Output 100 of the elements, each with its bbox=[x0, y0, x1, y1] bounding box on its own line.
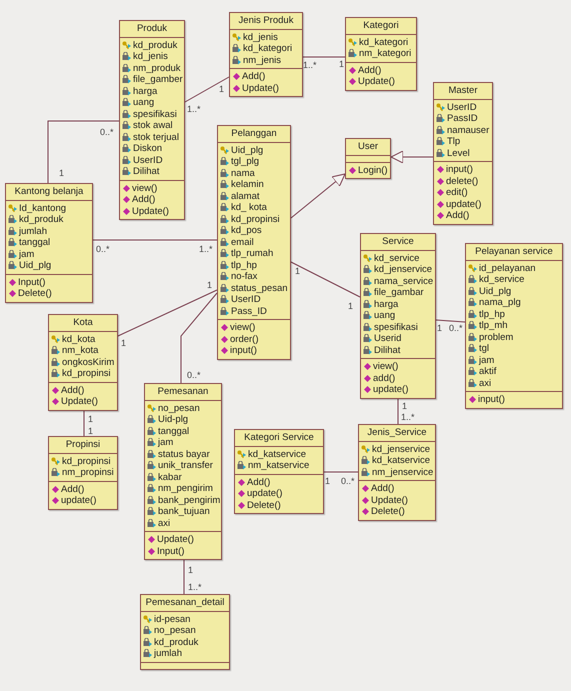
class-box bbox=[140, 594, 230, 670]
method-text: Delete() bbox=[18, 288, 52, 300]
attribute-text: jam bbox=[479, 354, 494, 366]
method-text: Update() bbox=[157, 534, 194, 546]
attribute-text: kd_kota bbox=[62, 334, 96, 345]
attribute-text: alamat bbox=[231, 190, 260, 202]
multiplicity-label: 1 bbox=[121, 338, 126, 348]
attribute-text: tlp_mh bbox=[479, 320, 508, 332]
method-text: Update() bbox=[358, 76, 395, 88]
method-text: Input() bbox=[157, 546, 184, 557]
attribute-text: nama bbox=[231, 168, 255, 179]
multiplicity-label: 1 bbox=[348, 301, 354, 311]
attribute-text: Uid_plg bbox=[479, 286, 512, 297]
class-box bbox=[465, 243, 563, 408]
class-box bbox=[5, 183, 93, 302]
class-box bbox=[345, 17, 417, 90]
attribute-text: nm_kota bbox=[62, 345, 98, 356]
method-text: view() bbox=[373, 361, 398, 372]
attribute-text: axi bbox=[479, 378, 492, 389]
multiplicity-label: 1 bbox=[88, 414, 94, 424]
attribute-text: Tlp bbox=[447, 136, 460, 148]
attribute-text: problem bbox=[479, 332, 514, 343]
multiplicity-label: 1 bbox=[437, 323, 442, 333]
multiplicity-label: 1..* bbox=[199, 244, 213, 254]
attribute-text: kabar bbox=[158, 472, 182, 483]
attribute-text: stok terjual bbox=[133, 132, 179, 143]
attribute-text: Userid bbox=[374, 333, 402, 344]
attribute-text: tanggal bbox=[158, 426, 190, 437]
attribute-compartment bbox=[359, 440, 435, 480]
multiplicity-label: 1 bbox=[188, 565, 194, 575]
class-name: Kota bbox=[73, 317, 93, 328]
class-name: Service bbox=[382, 236, 414, 247]
method-text: update() bbox=[446, 198, 482, 210]
attribute-text: kd_jenservice bbox=[374, 264, 432, 276]
method-text: update() bbox=[61, 495, 96, 506]
method-compartment bbox=[120, 180, 184, 219]
attribute-text: nm_katservice bbox=[248, 460, 310, 472]
method-text: Update() bbox=[61, 396, 98, 408]
class-name: User bbox=[358, 141, 378, 152]
class-box bbox=[144, 383, 222, 560]
multiplicity-label: 0..* bbox=[100, 127, 114, 137]
attribute-text: kd_katservice bbox=[372, 455, 430, 466]
multiplicity-label: 1..* bbox=[401, 412, 415, 422]
attribute-text: kd_propinsi bbox=[62, 456, 111, 467]
attribute-text: kd_kategori bbox=[243, 43, 292, 54]
attribute-text: jumlah bbox=[19, 226, 47, 237]
class-name: Kategori bbox=[363, 20, 399, 31]
attribute-text: kd_propinsi bbox=[231, 214, 280, 225]
association-line bbox=[184, 76, 230, 102]
attribute-text: spesifikasi bbox=[374, 322, 418, 333]
attribute-text: Level bbox=[447, 148, 470, 159]
method-text: Add() bbox=[61, 484, 84, 495]
attribute-text: nama_plg bbox=[479, 297, 521, 308]
attribute-text: uang bbox=[133, 97, 154, 108]
attribute-text: bank_pengirim bbox=[158, 494, 220, 506]
attribute-compartment bbox=[230, 28, 302, 68]
attribute-text: kd_ kota bbox=[231, 202, 267, 214]
association-line bbox=[180, 292, 218, 384]
generalization-arrow bbox=[290, 174, 346, 218]
attribute-text: kd_service bbox=[479, 274, 524, 286]
method-text: Add() bbox=[132, 194, 156, 206]
class-name: Pemesanan_detail bbox=[146, 597, 224, 608]
method-text: Login() bbox=[358, 164, 388, 176]
attribute-text: no-fax bbox=[231, 271, 258, 282]
method-text: Add() bbox=[446, 210, 470, 222]
attribute-text: namauser bbox=[447, 124, 490, 136]
attribute-text: kd_service bbox=[374, 252, 420, 264]
attribute-text: nm_jenis bbox=[243, 54, 282, 66]
multiplicity-label: 1 bbox=[207, 280, 212, 290]
attribute-text: bank_tujuan bbox=[158, 506, 210, 518]
generalization-arrow bbox=[390, 150, 434, 164]
method-text: Delete() bbox=[247, 500, 281, 511]
attribute-text: unik_transfer bbox=[158, 460, 213, 472]
method-text: Add() bbox=[247, 476, 270, 488]
method-text: input() bbox=[478, 394, 505, 406]
attribute-text: kd_katservice bbox=[248, 448, 306, 460]
attribute-text: file_gamber bbox=[133, 74, 183, 86]
multiplicity-label: 1 bbox=[295, 266, 300, 276]
method-compartment bbox=[230, 68, 302, 96]
attribute-text: kd_propinsi bbox=[62, 368, 111, 380]
multiplicity-label: 1 bbox=[339, 59, 344, 69]
attribute-text: stok awal bbox=[133, 120, 173, 132]
attribute-text: Pass_ID bbox=[231, 306, 267, 317]
method-text: edit() bbox=[446, 187, 468, 198]
multiplicity-label: 1 bbox=[88, 426, 94, 436]
method-text: view() bbox=[230, 322, 256, 334]
class-box bbox=[119, 20, 185, 220]
class-box bbox=[358, 424, 436, 520]
attribute-text: ongkosKirim bbox=[62, 356, 114, 368]
attribute-compartment bbox=[218, 142, 290, 319]
class-name: Kantong belanja bbox=[14, 186, 84, 197]
attribute-text: tgl_plg bbox=[231, 156, 259, 168]
attribute-text: UserID bbox=[133, 154, 163, 166]
method-text: delete() bbox=[446, 176, 478, 187]
class-box bbox=[360, 233, 436, 398]
method-compartment bbox=[145, 531, 221, 559]
attribute-text: tanggal bbox=[19, 237, 50, 248]
method-text: Delete() bbox=[371, 506, 405, 518]
class-box bbox=[217, 125, 291, 360]
attribute-text: kd_produk bbox=[133, 40, 178, 51]
